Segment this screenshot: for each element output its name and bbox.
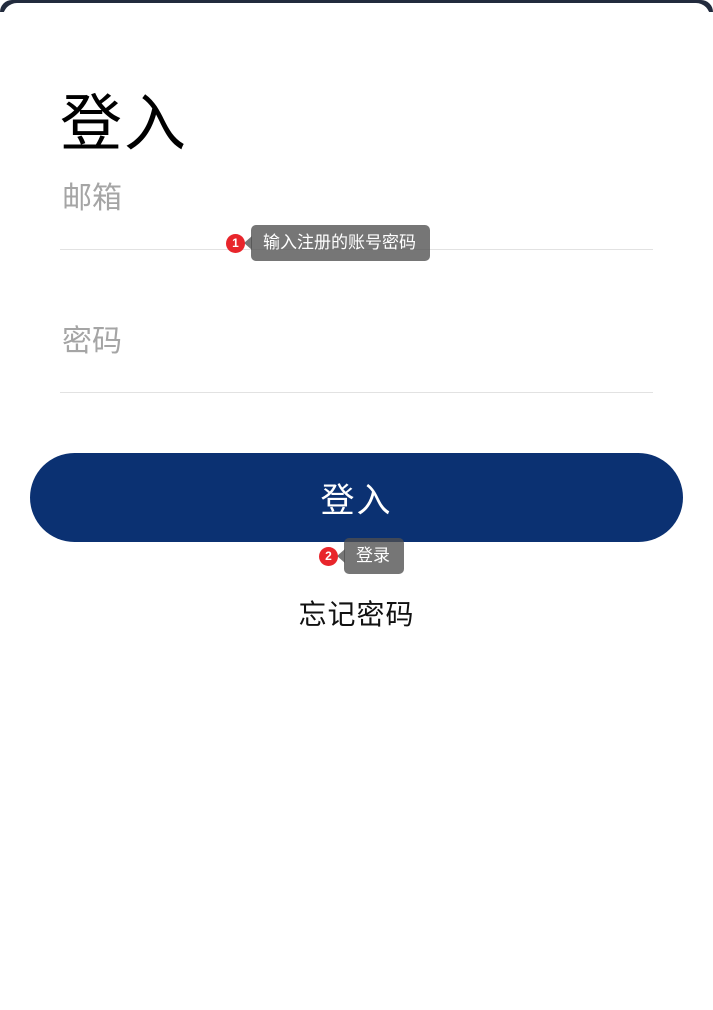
annotation-marker-1: 1 输入注册的账号密码 (226, 225, 430, 261)
page-title: 登入 (60, 89, 189, 159)
email-input[interactable] (60, 178, 653, 230)
annotation-badge-2: 2 (319, 546, 338, 566)
annotation-badge-1: 1 (226, 233, 245, 253)
annotation-arrow-1-icon (244, 236, 252, 250)
forgot-password-link[interactable]: 忘记密码 (298, 599, 415, 630)
device-top-bezel (0, 0, 713, 17)
annotation-marker-2: 2 登录 (319, 538, 404, 574)
login-submit-button[interactable]: 登入 (30, 453, 683, 542)
device-screen-top-edge (3, 3, 710, 17)
password-field-group (60, 321, 653, 393)
annotation-tooltip-2: 登录 (344, 538, 404, 574)
password-input[interactable] (60, 321, 653, 373)
password-field-underline (60, 392, 653, 393)
annotation-arrow-2-icon (337, 549, 345, 563)
annotation-tooltip-1: 输入注册的账号密码 (251, 225, 430, 261)
